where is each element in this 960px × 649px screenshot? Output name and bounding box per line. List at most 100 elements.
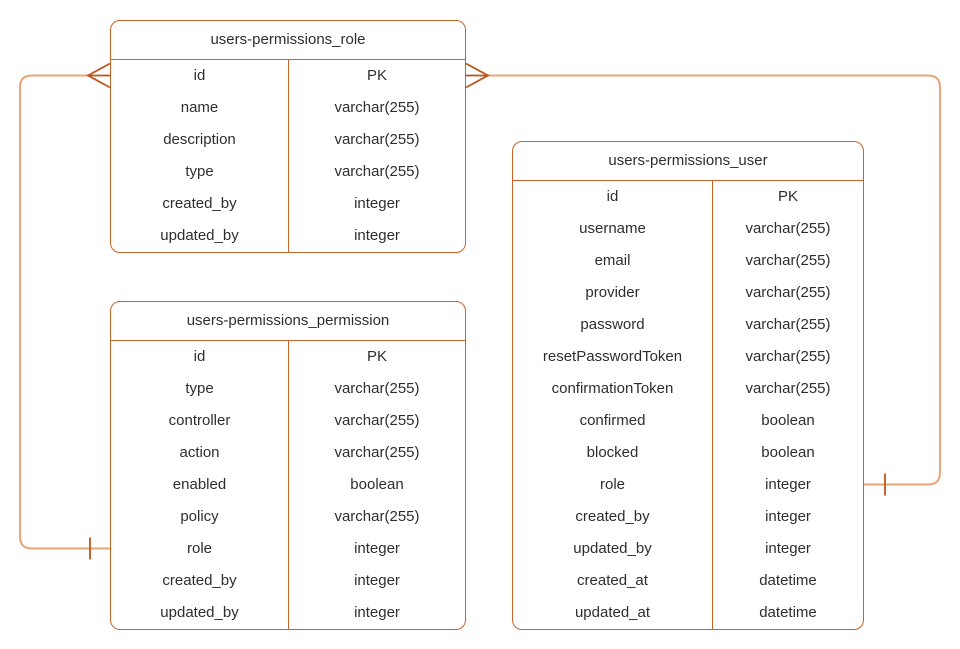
field-name-cell: updated_by — [160, 227, 239, 244]
table-row: id PK — [111, 341, 465, 373]
field-name-cell: role — [599, 476, 625, 493]
field-type-cell: datetime — [712, 565, 863, 597]
field-name-cell: role — [186, 540, 212, 557]
field-type-cell: varchar(255) — [712, 277, 863, 309]
field-type-cell: boolean — [712, 405, 863, 437]
table-row: password varchar(255) — [513, 309, 863, 341]
field-name-cell: provider — [585, 284, 640, 301]
field-type-cell: integer — [288, 565, 465, 597]
table-row: confirmationToken varchar(255) — [513, 373, 863, 405]
field-type-cell: integer — [712, 469, 863, 501]
field-name-cell: updated_at — [574, 604, 651, 621]
crow-foot-many-icon — [86, 62, 111, 89]
table-row: confirmed boolean — [513, 405, 863, 437]
field-type-cell: varchar(255) — [288, 373, 465, 405]
table-row: name varchar(255) — [111, 92, 465, 124]
field-name-cell: updated_by — [160, 604, 239, 621]
field-type-cell: integer — [288, 220, 465, 252]
table-row: created_by integer — [513, 501, 863, 533]
table-row: controller varchar(255) — [111, 405, 465, 437]
connector-line — [488, 74, 941, 486]
field-type-cell: varchar(255) — [288, 124, 465, 156]
table-row: updated_by integer — [111, 597, 465, 629]
field-type-cell: integer — [288, 188, 465, 220]
field-type-cell: varchar(255) — [712, 341, 863, 373]
table-row: updated_by integer — [111, 220, 465, 252]
field-name-cell: password — [580, 316, 645, 333]
table-row: resetPasswordToken varchar(255) — [513, 341, 863, 373]
field-type-cell: boolean — [288, 469, 465, 501]
connector-line — [19, 74, 110, 550]
table-body: id PK name varchar(255) description varchar(2… — [111, 60, 465, 252]
table-row: policy varchar(255) — [111, 501, 465, 533]
table-row: enabled boolean — [111, 469, 465, 501]
table-row: type varchar(255) — [111, 156, 465, 188]
field-name-cell: created_by — [575, 508, 650, 525]
field-type-cell: boolean — [712, 437, 863, 469]
field-type-cell: PK — [712, 181, 863, 213]
field-name-cell: resetPasswordToken — [542, 348, 683, 365]
field-type-cell: PK — [288, 341, 465, 373]
field-name-cell: id — [193, 67, 206, 84]
field-name-cell: blocked — [586, 444, 639, 461]
field-name-cell: policy — [180, 508, 219, 525]
field-name-cell: created_by — [162, 572, 237, 589]
table-row: type varchar(255) — [111, 373, 465, 405]
field-type-cell: integer — [288, 533, 465, 565]
field-name-cell: confirmed — [579, 412, 646, 429]
field-type-cell: varchar(255) — [712, 245, 863, 277]
entity-table-users-permissions-permission[interactable]: users-permissions_permission id PK type var… — [110, 301, 466, 630]
table-row: created_by integer — [111, 565, 465, 597]
entity-table-users-permissions-user[interactable]: users-permissions_user id PK username varch… — [512, 141, 864, 630]
table-row: provider varchar(255) — [513, 277, 863, 309]
field-type-cell: varchar(255) — [712, 309, 863, 341]
table-row: description varchar(255) — [111, 124, 465, 156]
field-type-cell: varchar(255) — [712, 373, 863, 405]
table-row: updated_at datetime — [513, 597, 863, 629]
field-name-cell: created_by — [162, 195, 237, 212]
field-name-cell: type — [185, 380, 214, 397]
entity-table-users-permissions-role[interactable]: users-permissions_role id PK name varchar(2… — [110, 20, 466, 253]
field-name-cell: username — [579, 220, 646, 237]
table-row: role integer — [513, 469, 863, 501]
field-type-cell: integer — [288, 597, 465, 629]
table-row: id PK — [111, 60, 465, 92]
table-title: users-permissions_role — [111, 21, 465, 60]
field-type-cell: varchar(255) — [288, 156, 465, 188]
table-row: action varchar(255) — [111, 437, 465, 469]
table-row: email varchar(255) — [513, 245, 863, 277]
relationship-role-user[interactable] — [465, 62, 941, 496]
field-name-cell: updated_by — [573, 540, 652, 557]
table-row: id PK — [513, 181, 863, 213]
field-name-cell: type — [185, 163, 214, 180]
field-name-cell: action — [179, 444, 220, 461]
crow-foot-many-icon — [465, 62, 490, 89]
table-title: users-permissions_user — [513, 142, 863, 181]
field-type-cell: varchar(255) — [288, 405, 465, 437]
field-type-cell: varchar(255) — [288, 92, 465, 124]
field-name-cell: name — [180, 99, 219, 116]
field-type-cell: varchar(255) — [712, 213, 863, 245]
field-type-cell: PK — [288, 60, 465, 92]
field-type-cell: varchar(255) — [288, 437, 465, 469]
field-type-cell: integer — [712, 501, 863, 533]
table-title: users-permissions_permission — [111, 302, 465, 341]
table-row: blocked boolean — [513, 437, 863, 469]
table-row: username varchar(255) — [513, 213, 863, 245]
field-name-cell: controller — [168, 412, 231, 429]
field-name-cell: confirmationToken — [551, 380, 674, 397]
field-type-cell: varchar(255) — [288, 501, 465, 533]
field-name-cell: id — [606, 188, 619, 205]
field-name-cell: id — [193, 348, 206, 365]
table-body: id PK username varchar(255) email varchar(255… — [513, 181, 863, 629]
field-name-cell: enabled — [172, 476, 227, 493]
relationship-role-permission[interactable] — [19, 62, 111, 560]
field-type-cell: datetime — [712, 597, 863, 629]
field-name-cell: email — [594, 252, 631, 269]
table-row: created_by integer — [111, 188, 465, 220]
field-name-cell: description — [163, 131, 236, 148]
table-body: id PK type varchar(255) controller varchar(25… — [111, 341, 465, 629]
